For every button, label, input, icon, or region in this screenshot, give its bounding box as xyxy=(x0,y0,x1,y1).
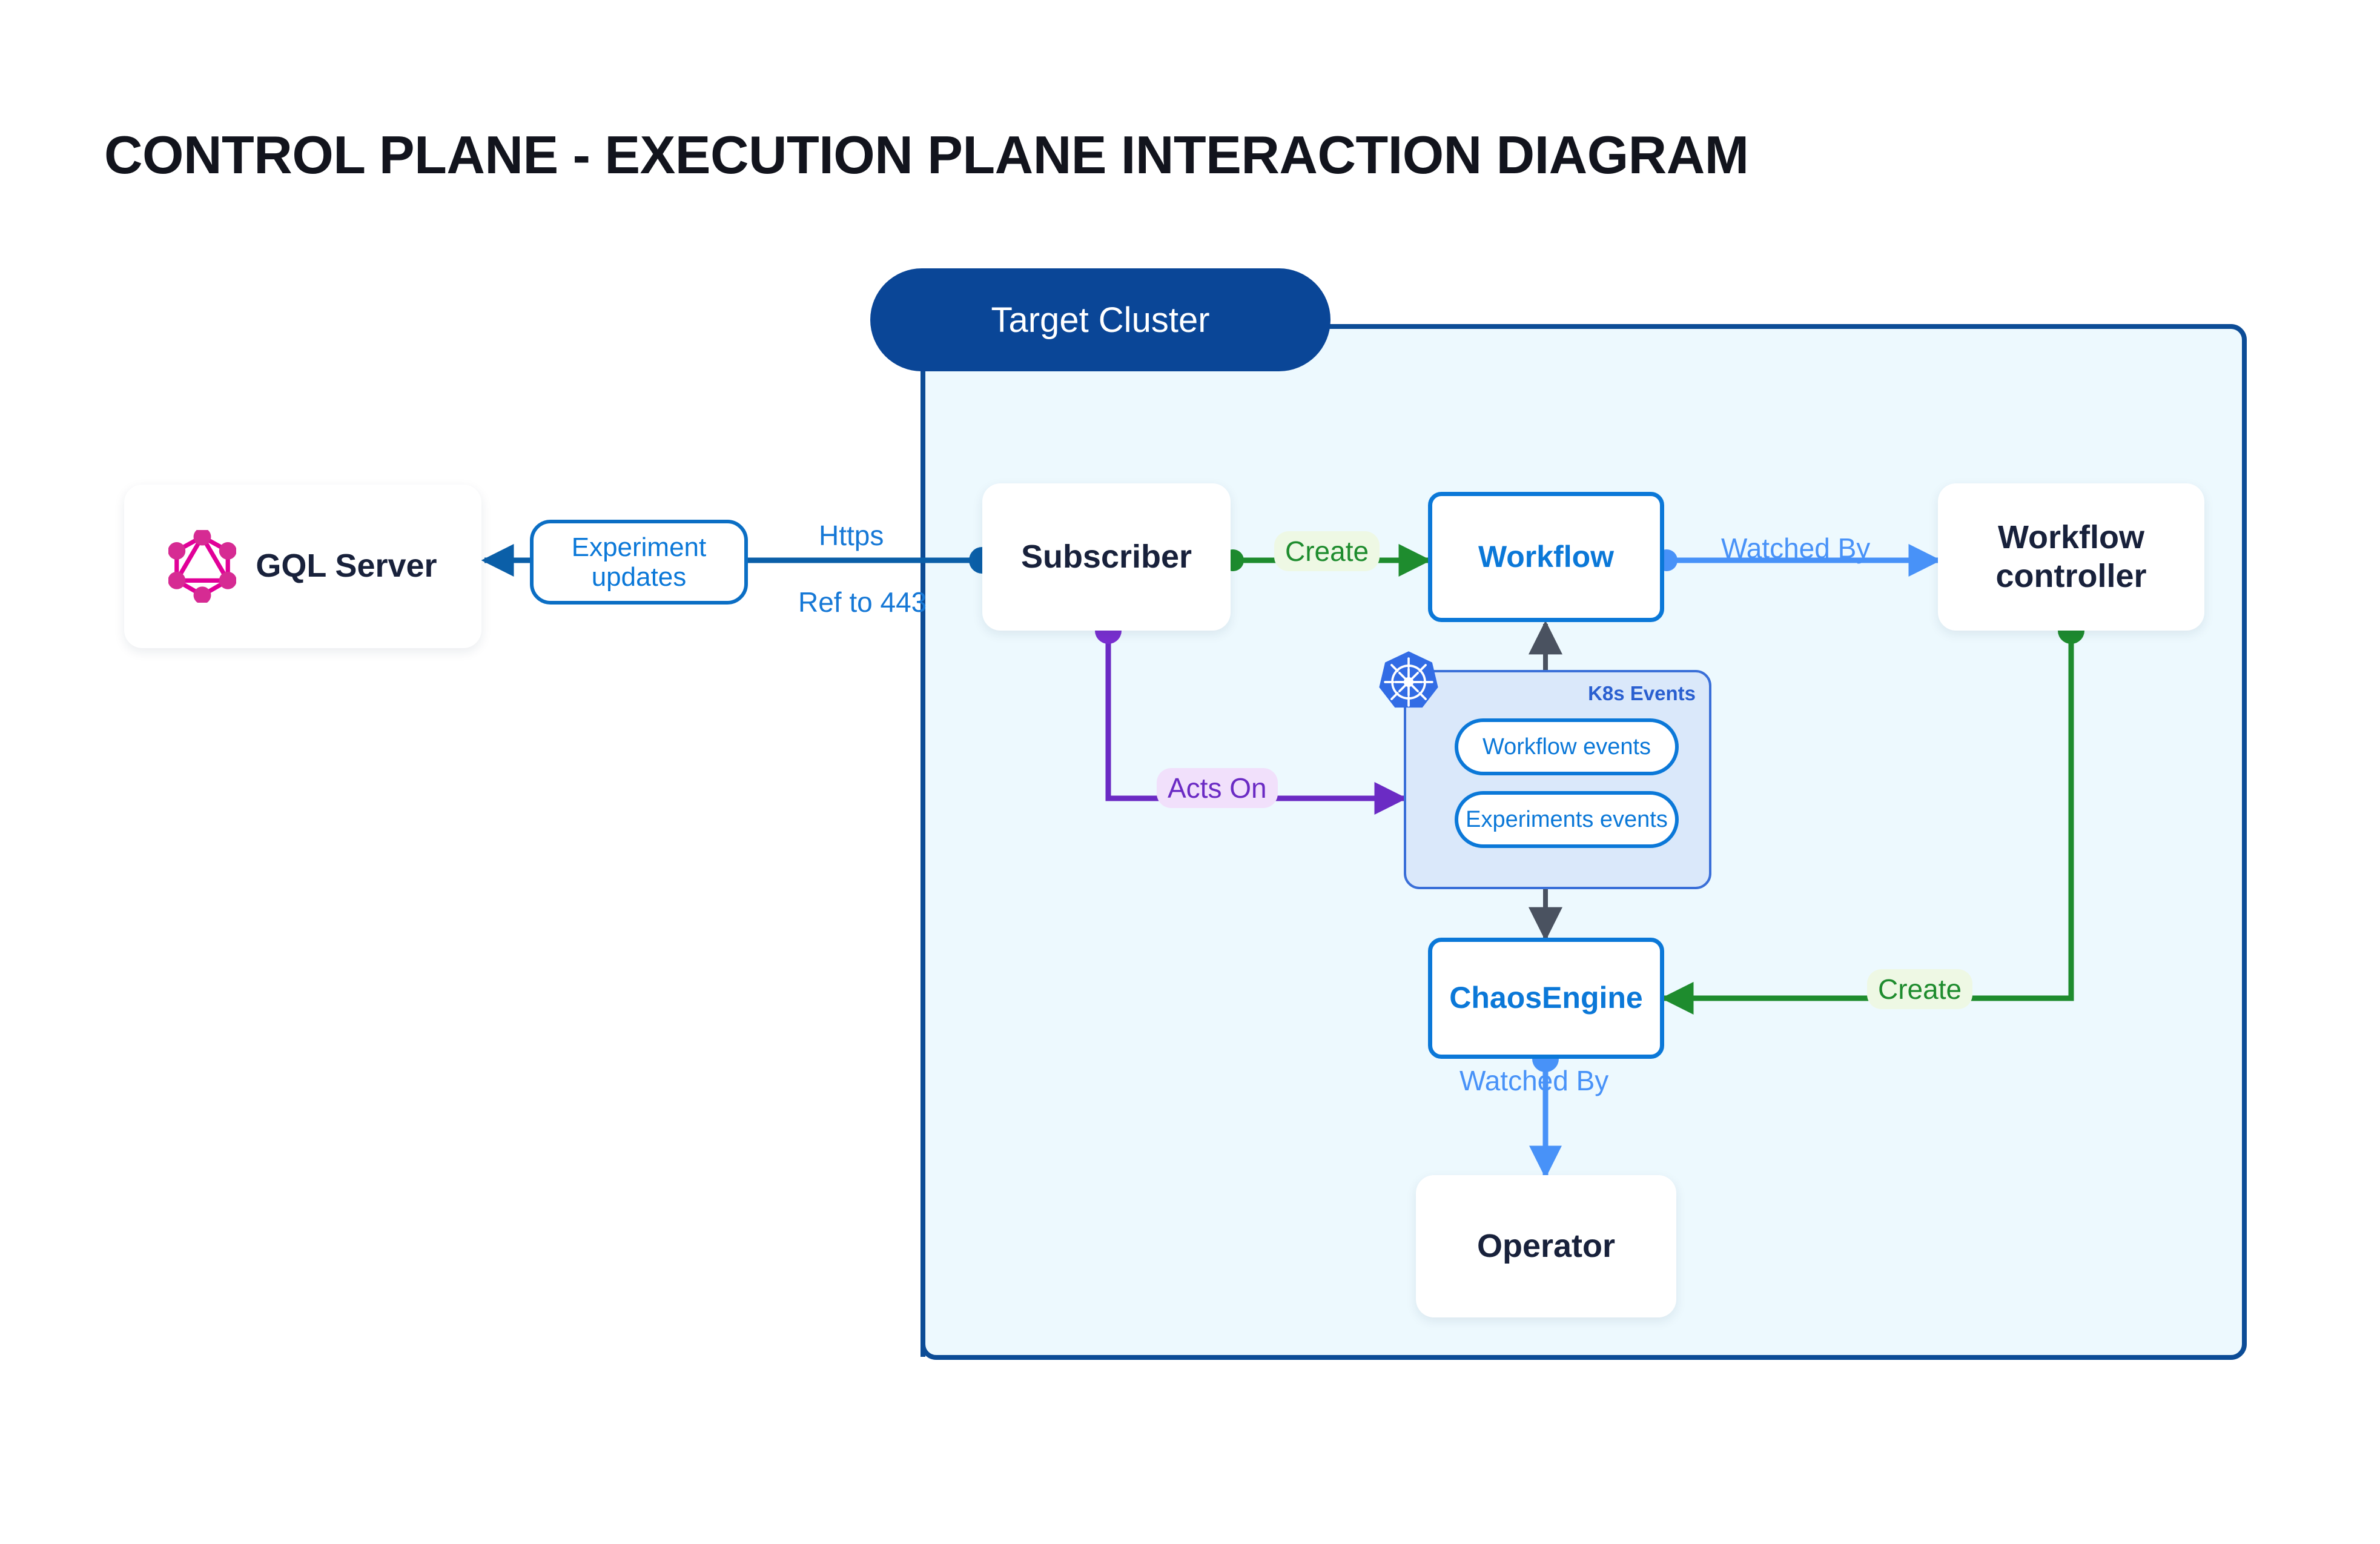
node-workflow-label: Workflow xyxy=(1478,539,1615,574)
edge-label-experiment-updates-line2: updates xyxy=(591,562,687,592)
node-chaosengine-label: ChaosEngine xyxy=(1449,981,1643,1015)
node-operator-label: Operator xyxy=(1476,1227,1616,1264)
k8s-events-group: K8s Events Workflow events Experiments e… xyxy=(1379,651,1711,889)
node-gql-server[interactable]: GQL Server xyxy=(124,485,481,648)
k8s-pill-workflow-events[interactable]: Workflow events xyxy=(1455,718,1679,775)
kubernetes-icon xyxy=(1379,651,1438,708)
page-title: CONTROL PLANE - EXECUTION PLANE INTERACT… xyxy=(104,125,1749,185)
target-cluster-header[interactable]: Target Cluster xyxy=(870,268,1330,371)
edge-label-experiment-updates: Experiment updates xyxy=(530,520,748,605)
node-workflow-controller-label: Workflow controller xyxy=(1995,519,2146,595)
node-chaosengine[interactable]: ChaosEngine xyxy=(1428,938,1664,1059)
edge-label-acts-on: Acts On xyxy=(1157,768,1278,808)
k8s-pill-workflow-events-label: Workflow events xyxy=(1482,734,1651,760)
node-operator[interactable]: Operator xyxy=(1416,1175,1676,1317)
edge-label-create-chaosengine: Create xyxy=(1867,969,1973,1009)
k8s-pill-experiments-events[interactable]: Experiments events xyxy=(1455,791,1679,848)
node-workflow-controller[interactable]: Workflow controller xyxy=(1938,483,2204,631)
edge-label-watched-by-operator: Watched By xyxy=(1459,1065,1609,1096)
node-gql-server-label: GQL Server xyxy=(256,548,437,585)
k8s-pill-experiments-events-label: Experiments events xyxy=(1466,806,1668,832)
node-workflow-controller-line1: Workflow xyxy=(1997,519,2144,555)
edge-label-https: Https xyxy=(819,520,884,551)
target-cluster-label: Target Cluster xyxy=(991,300,1210,340)
node-workflow-controller-line2: controller xyxy=(1995,557,2147,594)
edge-label-experiment-updates-line1: Experiment xyxy=(571,532,707,562)
node-workflow[interactable]: Workflow xyxy=(1428,492,1664,622)
k8s-events-title: K8s Events xyxy=(1588,682,1696,704)
node-subscriber[interactable]: Subscriber xyxy=(982,483,1231,631)
graphql-icon xyxy=(168,530,237,603)
edge-label-create-workflow: Create xyxy=(1274,531,1380,571)
edge-label-watched-by-workflow: Watched By xyxy=(1721,532,1871,564)
edge-label-ref-to-443: Ref to 443 xyxy=(798,586,927,618)
node-subscriber-label: Subscriber xyxy=(1020,538,1192,575)
